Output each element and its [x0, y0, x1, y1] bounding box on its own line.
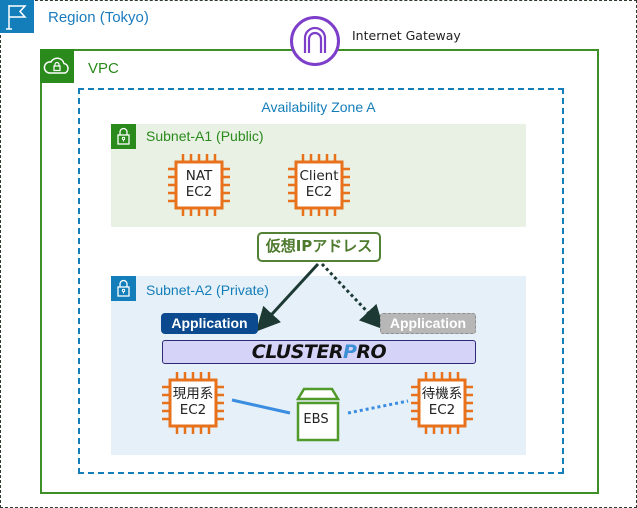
clusterpro-logo: CLUSTERPRO [162, 340, 476, 364]
nat-ec2-type: EC2 [185, 184, 213, 200]
ec2-chip-icon [411, 372, 473, 434]
ec2-chip-icon [168, 154, 230, 216]
active-ec2-label: 現用系 EC2 [157, 386, 229, 418]
active-ec2-name: 現用系 [172, 386, 214, 402]
nat-ec2-label: NAT EC2 [163, 168, 235, 200]
standby-application-badge: Application [380, 313, 476, 334]
standby-ec2-name: 待機系 [421, 386, 463, 402]
nat-ec2-name: NAT [185, 168, 213, 184]
active-failover-arrow [255, 262, 320, 332]
client-ec2-type: EC2 [305, 184, 333, 200]
region-label: Region (Tokyo) [48, 9, 149, 26]
public-subnet-icon-box [111, 124, 136, 149]
clusterpro-logo-part3: RO [356, 341, 387, 363]
internet-gateway-icon [303, 26, 327, 53]
ebs-volume-icon [295, 387, 341, 442]
client-ec2-label: Client EC2 [283, 168, 355, 200]
standby-ec2-type: EC2 [428, 402, 456, 418]
ebs-label: EBS [303, 412, 329, 427]
clusterpro-bar [162, 340, 476, 364]
public-subnet-label: Subnet-A1 (Public) [146, 128, 264, 144]
vpc-icon-box [40, 49, 74, 83]
standby-ebs-connector [347, 399, 409, 415]
clusterpro-logo-part1: CLUSTER [251, 341, 344, 363]
private-subnet-icon-box [111, 276, 136, 301]
ec2-chip-icon [288, 154, 350, 216]
active-application-badge: Application [161, 313, 258, 334]
virtual-ip-badge: 仮想IPアドレス [257, 232, 381, 262]
cloud-lock-icon [43, 57, 69, 74]
internet-gateway-label: Internet Gateway [352, 28, 461, 43]
client-ec2-name: Client [299, 168, 339, 184]
region-icon-box [0, 0, 34, 33]
standby-failover-arrow [320, 262, 385, 330]
lock-icon [117, 127, 130, 145]
availability-zone-boundary [78, 88, 564, 474]
active-ebs-connector [231, 398, 291, 415]
ec2-chip-icon [162, 372, 224, 434]
vpc-label: VPC [88, 60, 119, 77]
internet-gateway-node [290, 16, 340, 66]
availability-zone-label: Availability Zone A [261, 99, 376, 115]
flag-icon [6, 5, 27, 30]
standby-ec2-label: 待機系 EC2 [406, 386, 478, 418]
active-ec2-type: EC2 [179, 402, 207, 418]
clusterpro-logo-part2: P [342, 341, 357, 363]
lock-icon [117, 279, 130, 297]
private-subnet-label: Subnet-A2 (Private) [146, 282, 269, 298]
